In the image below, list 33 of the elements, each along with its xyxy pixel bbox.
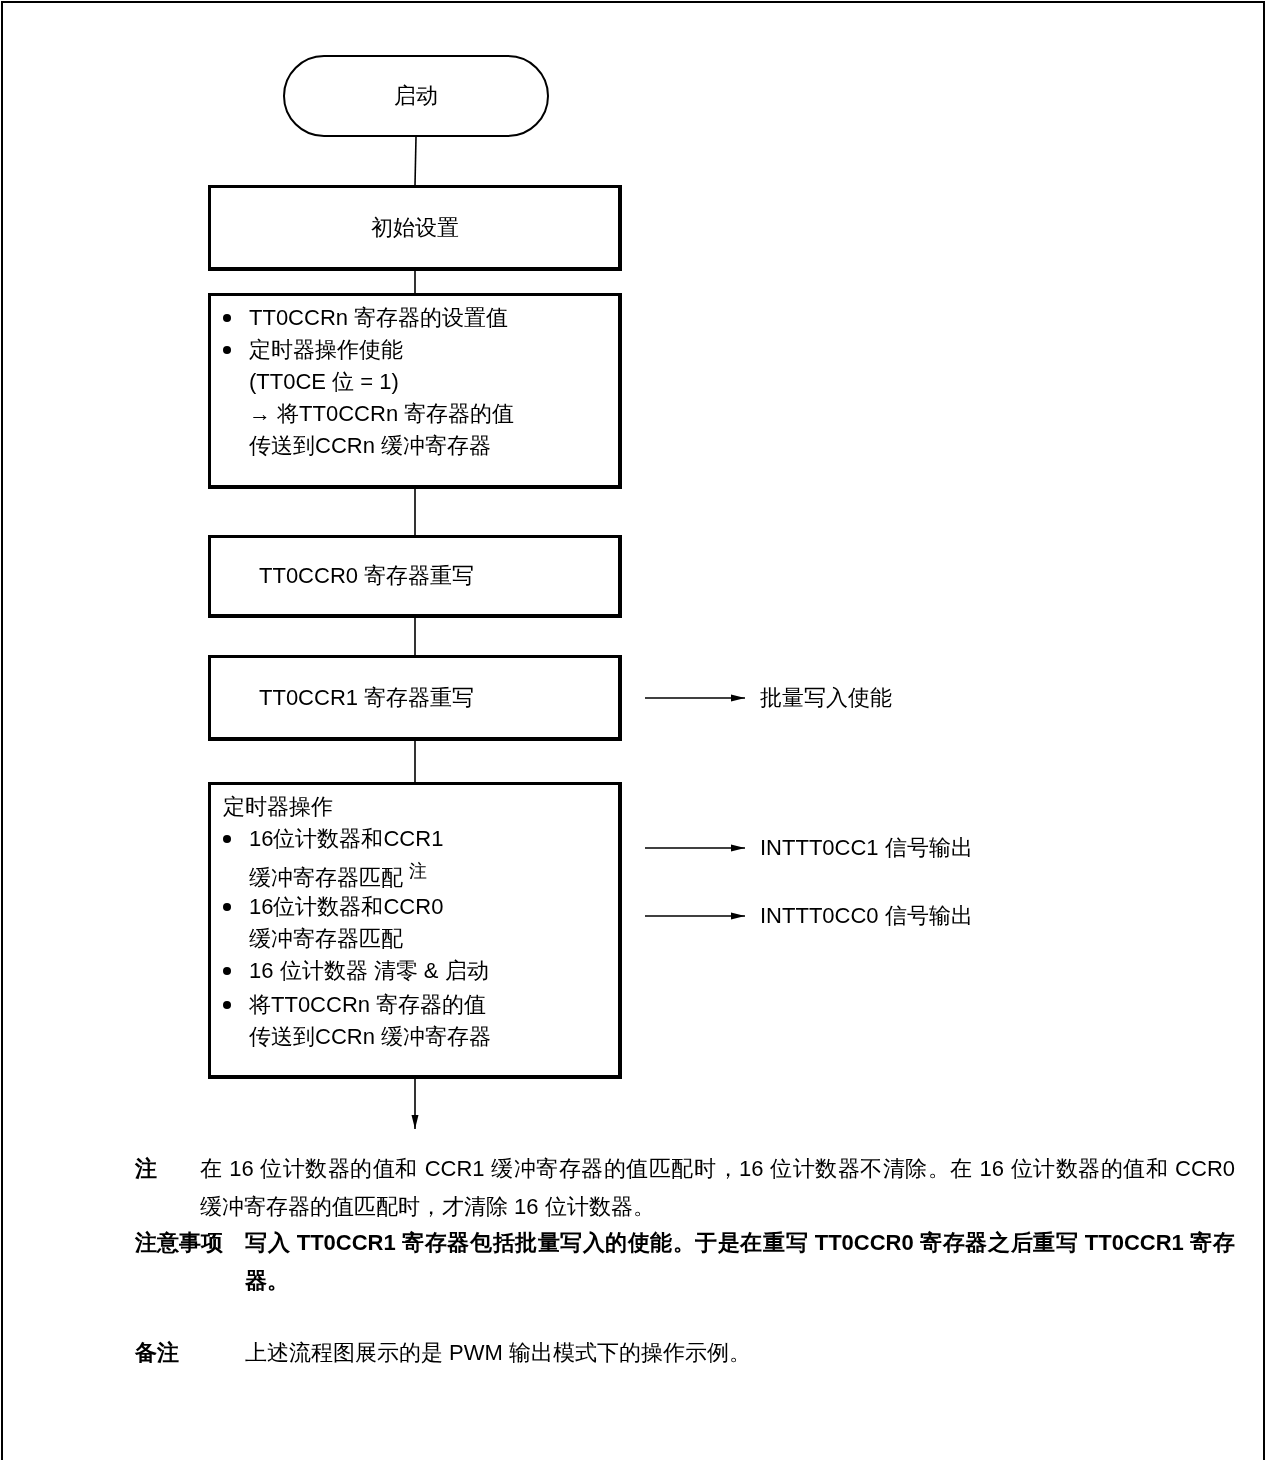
connector-line	[414, 740, 416, 783]
connector-line	[414, 617, 416, 656]
step-text: 将TT0CCRn 寄存器的值传送到CCRn 缓冲寄存器	[249, 991, 492, 1051]
output-text: INTTT0CC1 信号输出	[760, 831, 1020, 865]
step-text: 16位计数器和CCR0缓冲寄存器匹配	[249, 893, 445, 953]
step-text: 16位计数器和CCR1缓冲寄存器匹配 $^{注}$	[249, 825, 445, 893]
process-box: 初始设置	[208, 185, 622, 271]
output-text: INTTT0CC0 信号输出	[760, 899, 1020, 933]
step-text: → 将TT0CCRn 寄存器的值传送到CCRn 缓冲寄存器	[249, 400, 516, 460]
arrow	[644, 844, 746, 852]
caution-marker: 注意事项	[135, 1229, 224, 1257]
remark-marker: 备注	[135, 1339, 180, 1367]
remark-text: 上述流程图展示的是 PWM 输出模式下的操作示例。	[245, 1339, 752, 1367]
step-text: 定时器操作	[223, 793, 334, 821]
step-text: TT0CCRn 寄存器的设置值	[249, 304, 510, 332]
connector-line	[414, 488, 416, 536]
connector-line	[414, 270, 416, 294]
process-box	[208, 293, 622, 489]
output-text: 批量写入使能	[760, 681, 960, 715]
step-text: 16 位计数器 清零 & 启动	[249, 957, 490, 985]
step-text: 定时器操作使能	[249, 336, 404, 364]
connector-line	[414, 136, 417, 186]
step-text: (TT0CE 位 = 1)	[249, 368, 400, 396]
arrow	[644, 912, 746, 920]
caution-text: 写入 TT0CCR1 寄存器包括批量写入的使能。于是在重写 TT0CCR0 寄存器之后重写 TT0CCR1 寄存器。	[245, 1229, 1235, 1295]
note-marker: 注	[135, 1155, 158, 1183]
arrow	[644, 694, 746, 702]
note-text: 在 16 位计数器的值和 CCR1 缓冲寄存器的值匹配时，16 位计数器不清除。在 16 位计数器的值和 CCR0 缓冲寄存器的值匹配时，才清除 16 位计数器。	[200, 1155, 1235, 1221]
terminal-box: 启动	[283, 55, 549, 137]
process-box	[208, 782, 622, 1079]
process-box: TT0CCR0 寄存器重写	[208, 535, 622, 618]
process-box: TT0CCR1 寄存器重写	[208, 655, 622, 741]
arrow	[411, 1078, 419, 1130]
